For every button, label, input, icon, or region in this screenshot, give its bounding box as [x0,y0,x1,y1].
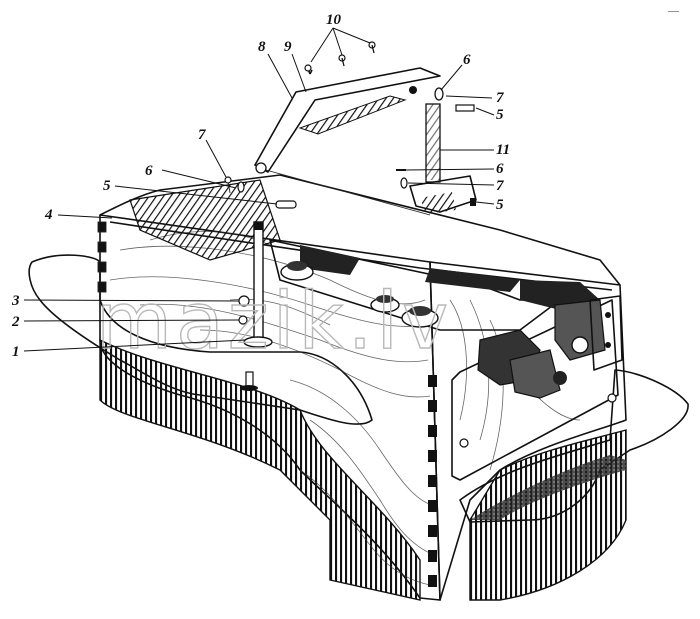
callout-5-left: 5 [103,178,111,194]
callout-6-top: 6 [463,52,471,68]
clamp-bolt-assembly [409,103,477,214]
watermark-text: mazik.lv [96,277,452,367]
callout-9: 9 [284,39,292,55]
hold-down-bar [254,67,441,216]
callout-2: 2 [11,314,20,330]
callout-1: 1 [12,344,20,360]
callout-7-left: 7 [198,127,206,143]
callout-5-top: 5 [496,107,504,123]
battery-top [129,179,623,399]
hold-down-rod [238,221,273,391]
callout-4: 4 [44,207,53,223]
callout-7-mid: 7 [496,178,504,194]
leader-lines [23,27,495,352]
callout-10: 10 [326,12,342,28]
callout-3: 3 [11,293,20,309]
callout-6-mid: 6 [496,161,504,177]
callout-8: 8 [258,39,266,55]
corner-mark: — [667,5,680,17]
battery-cells [99,338,627,601]
callout-7-top: 7 [496,90,504,106]
callout-5-mid: 5 [496,197,504,213]
callout-6-left: 6 [145,163,153,179]
callout-11: 11 [496,142,510,158]
callout-labels: 10 8 9 6 7 5 11 6 7 5 7 6 5 4 3 2 1 [11,12,510,360]
fasteners [224,41,475,209]
